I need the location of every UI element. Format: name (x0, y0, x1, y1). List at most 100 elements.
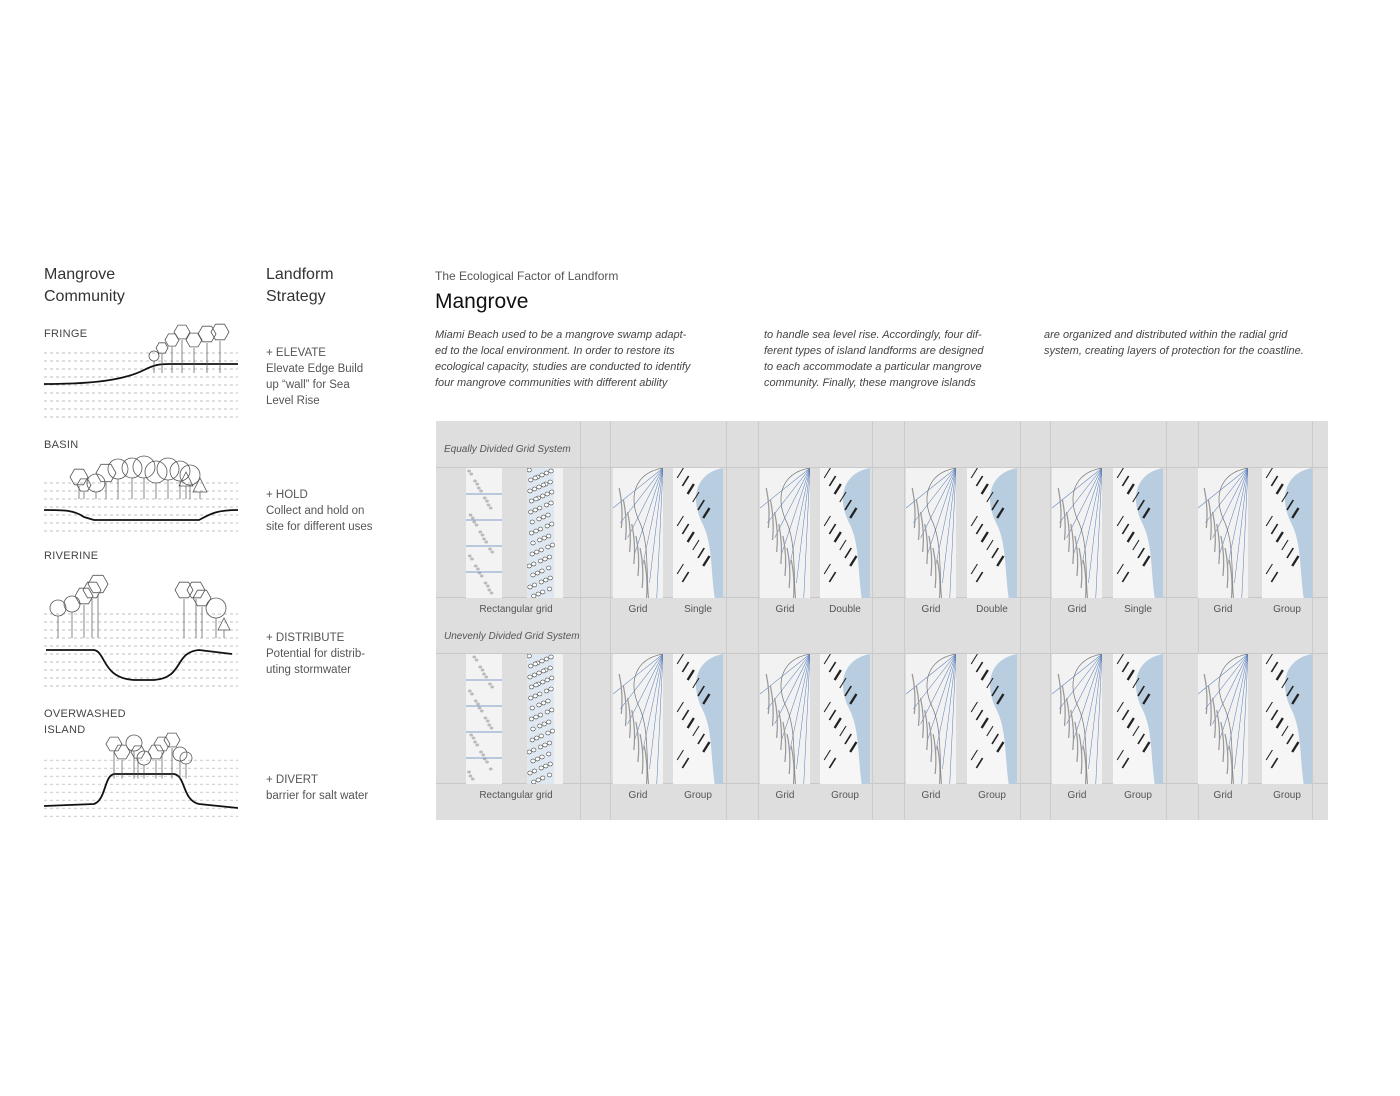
para-line: system, creating layers of protection fo… (1044, 345, 1304, 357)
pattern-study-image (820, 468, 870, 598)
study-label: Group (978, 790, 1006, 801)
study-label: Group (831, 790, 859, 801)
study-label: Group (1124, 790, 1152, 801)
water-lines (44, 352, 238, 418)
study-label: Grid (921, 790, 941, 801)
fringe-section-diagram (44, 323, 238, 418)
landform-study-panel: Equally Divided Grid System Unevenly Div… (436, 421, 1328, 820)
basin-section-diagram (44, 455, 238, 532)
pattern-study-image (1113, 468, 1163, 598)
study-label: Double (829, 604, 861, 615)
strategy-hold: + HOLD Collect and hold on site for diff… (266, 487, 373, 535)
tree-symbols (69, 455, 208, 499)
overwashed-island-section-diagram (44, 732, 238, 817)
heading-line: Strategy (266, 288, 326, 305)
study-label: Grid (1213, 604, 1233, 615)
community-label-overwashed: OVERWASHED ISLAND (44, 706, 126, 738)
pattern-study-image (820, 654, 870, 784)
rectangular-grid-pattern-image (527, 468, 563, 598)
pattern-study-image (967, 654, 1017, 784)
strategy-line: site for different uses (266, 521, 373, 533)
kicker: The Ecological Factor of Landform (435, 269, 619, 283)
water-lines (44, 759, 238, 817)
study-label: Grid (775, 790, 795, 801)
study-label: Grid (775, 604, 795, 615)
grid-study-image (760, 654, 810, 784)
para-line: to each accommodate a particular mangrov… (764, 361, 982, 373)
system-label-uneven: Unevenly Divided Grid System (444, 631, 580, 642)
strategy-distribute: + DISTRIBUTE Potential for distrib- utin… (266, 630, 365, 678)
rectangular-grid-study-image (466, 654, 502, 784)
page-title: Mangrove (435, 290, 529, 313)
strategy-line: uting stormwater (266, 664, 352, 676)
heading-line: Community (44, 288, 125, 305)
pattern-study-image (673, 468, 723, 598)
tree-symbols (49, 574, 231, 638)
para-line: Miami Beach used to be a mangrove swamp … (435, 329, 687, 341)
strategy-title: + ELEVATE (266, 347, 326, 359)
study-label: Grid (921, 604, 941, 615)
intro-column-2: to handle sea level rise. Accordingly, f… (764, 327, 1054, 391)
strategy-heading: Landform Strategy (266, 264, 334, 308)
system-label-equal: Equally Divided Grid System (444, 444, 571, 455)
study-label: Grid (1213, 790, 1233, 801)
community-label-riverine: RIVERINE (44, 550, 99, 562)
strategy-title: + DIVERT (266, 774, 318, 786)
para-line: are organized and distributed within the… (1044, 329, 1288, 341)
study-label: Double (976, 604, 1008, 615)
study-label: Grid (628, 604, 648, 615)
rectangular-grid-study-image (466, 468, 502, 598)
strategy-line: barrier for salt water (266, 790, 369, 802)
strategy-line: Elevate Edge Build (266, 363, 364, 375)
label-line: OVERWASHED (44, 708, 126, 720)
study-label: Single (684, 604, 712, 615)
heading-line: Mangrove (44, 266, 116, 283)
strategy-elevate: + ELEVATE Elevate Edge Build up “wall” f… (266, 345, 363, 409)
study-label: Grid (1067, 604, 1087, 615)
para-line: ecological capacity, studies are conduct… (435, 361, 691, 373)
para-line: four mangrove communities with different… (435, 377, 668, 389)
water-lines (44, 613, 238, 687)
strategy-line: Potential for distrib- (266, 648, 366, 660)
pattern-study-image (673, 654, 723, 784)
tree-symbols (105, 732, 193, 779)
pattern-study-image (1262, 654, 1312, 784)
community-heading: Mangrove Community (44, 264, 125, 308)
study-label: Grid (628, 790, 648, 801)
rectangular-grid-pattern-image (527, 654, 563, 784)
tree-symbols (148, 323, 230, 373)
study-label: Group (1273, 604, 1301, 615)
intro-column-3: are organized and distributed within the… (1044, 327, 1344, 359)
riverine-section-diagram (44, 574, 238, 687)
para-line: ed to the local environment. In order to… (435, 345, 675, 357)
strategy-line: Level Rise (266, 395, 320, 407)
pattern-study-image (1113, 654, 1163, 784)
study-label: Rectangular grid (479, 790, 553, 801)
grid-study-image (906, 468, 956, 598)
community-label-basin: BASIN (44, 439, 79, 451)
study-label: Group (684, 790, 712, 801)
grid-study-image (613, 468, 663, 598)
intro-column-1: Miami Beach used to be a mangrove swamp … (435, 327, 725, 391)
label-line: ISLAND (44, 724, 86, 736)
para-line: community. Finally, these mangrove islan… (764, 377, 976, 389)
strategy-title: + DISTRIBUTE (266, 632, 345, 644)
strategy-title: + HOLD (266, 489, 308, 501)
grid-study-image (1198, 468, 1248, 598)
grid-study-image (1052, 468, 1102, 598)
community-label-fringe: FRINGE (44, 328, 88, 340)
water-lines (44, 482, 238, 532)
study-label: Rectangular grid (479, 604, 553, 615)
strategy-divert: + DIVERT barrier for salt water (266, 772, 368, 804)
grid-study-image (1052, 654, 1102, 784)
study-label: Group (1273, 790, 1301, 801)
para-line: to handle sea level rise. Accordingly, f… (764, 329, 982, 341)
heading-line: Landform (266, 266, 334, 283)
strategy-line: Collect and hold on (266, 505, 365, 517)
grid-study-image (760, 468, 810, 598)
study-label: Single (1124, 604, 1152, 615)
pattern-study-image (1262, 468, 1312, 598)
grid-study-image (613, 654, 663, 784)
study-label: Grid (1067, 790, 1087, 801)
para-line: ferent types of island landforms are des… (764, 345, 984, 357)
